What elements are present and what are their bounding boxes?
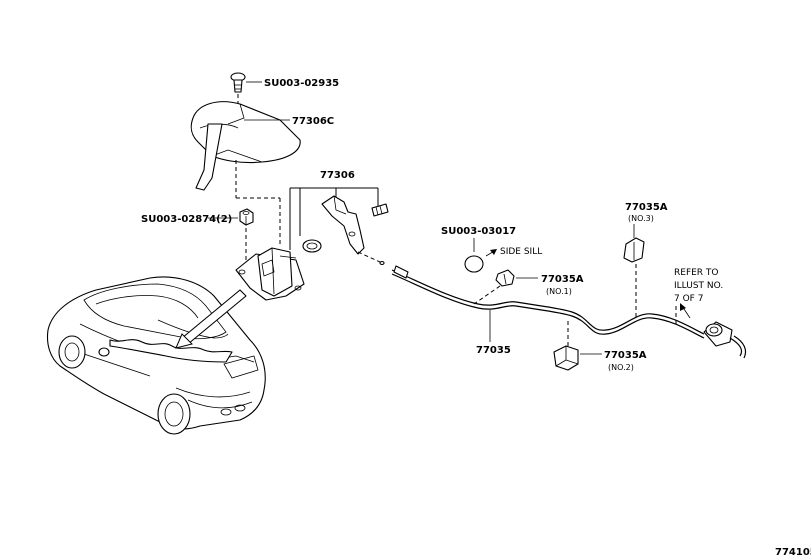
cover-part [190,101,301,191]
nut-part [239,208,254,226]
label-clamp-no2: 77035A [604,350,647,361]
lever-bolt [371,203,389,217]
label-refer-line1: REFER TO [674,268,719,278]
label-clamp-no1: 77035A [541,274,584,285]
clamp-no1-part [495,269,515,287]
lever-pin [379,260,385,266]
clamp-no2-part [553,345,579,371]
bolt-top-part [230,72,246,93]
lever-part [321,195,365,255]
illustration-number: 774105 [775,547,811,558]
refer-arrow-head [680,303,686,311]
lever-dash [357,251,381,263]
label-cover: 77306C [292,116,334,127]
clip-ring [302,239,322,253]
clamp-no3-part [623,237,645,263]
seal-plug-part [464,255,484,273]
label-refer-line3: 7 OF 7 [674,294,703,304]
label-side-sill: SIDE SILL [500,247,542,257]
label-clamp-no2-sub: (NO.2) [608,363,634,372]
label-bolt-top: SU003-02935 [264,78,339,89]
lever-base-bracket [235,247,305,301]
location-arrow-head [175,333,193,349]
clamp-no1-dash [473,285,501,305]
label-lever-assy: 77306 [320,170,355,181]
label-cable: 77035 [476,345,511,356]
label-clamp-no3: 77035A [625,202,668,213]
side-sill-arrow-head [490,249,497,255]
label-clamp-no1-sub: (NO.1) [546,287,572,296]
cable-part [391,265,705,339]
label-clamp-no3-sub: (NO.3) [628,214,654,223]
label-refer-line2: ILLUST NO. [674,281,723,291]
cable-end-connector [703,321,747,359]
label-nut: SU003-02874(2) [141,214,232,225]
label-seal-plug: SU003-03017 [441,226,516,237]
